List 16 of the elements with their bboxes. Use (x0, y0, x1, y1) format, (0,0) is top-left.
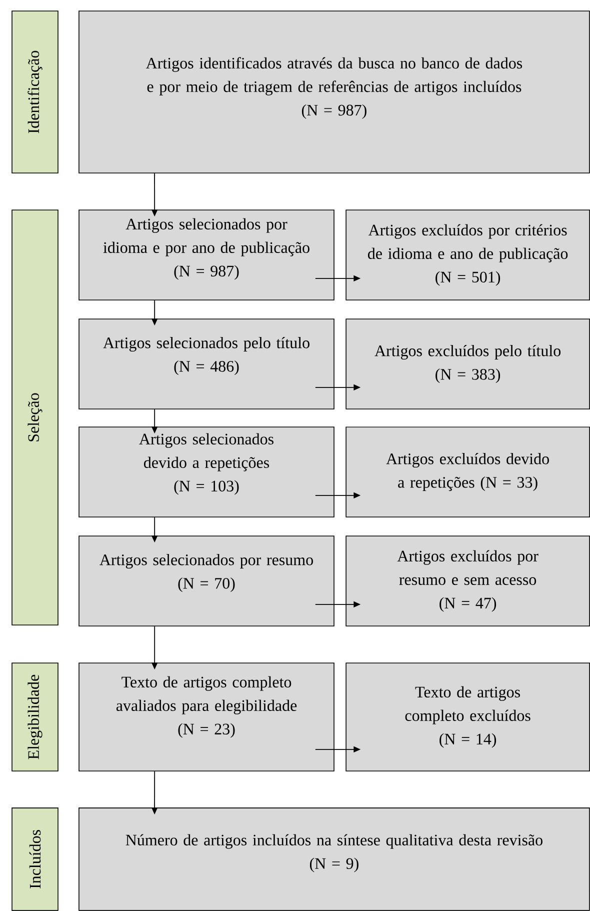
process-box: Artigos selecionados devido a repetições (N = 103) (78, 426, 334, 518)
stage-label: Identificação (12, 10, 58, 174)
stage-label: Seleção (12, 210, 58, 626)
process-box: Artigos excluídos devido a repetições (N = 33) (346, 426, 590, 518)
process-box: Número de artigos incluídos na síntese qualitativa desta revisão (N = 9) (78, 808, 590, 911)
process-box: Artigos excluídos por resumo e sem acesso (N = 47) (346, 536, 590, 626)
process-box: Texto de artigos completo avaliados para elegibilidade (N = 23) (78, 662, 334, 772)
process-box: Artigos excluídos por critérios de idioma e ano de publicação (N = 501) (346, 210, 590, 300)
process-box: Texto de artigos completo excluídos (N = 14) (346, 662, 590, 772)
process-box: Artigos identificados através da busca no banco de dados e por meio de triagem de referências de artigos incluídos (N = 987) (78, 10, 590, 174)
stage-label: Elegibilidade (12, 662, 58, 772)
process-box: Artigos selecionados por idioma e por ano de publicação (N = 987) (78, 210, 334, 300)
process-box: Artigos excluídos pelo título (N = 383) (346, 318, 590, 410)
process-box: Artigos selecionados pelo título (N = 486) (78, 318, 334, 410)
stage-label: Incluídos (12, 808, 58, 911)
process-box: Artigos selecionados por resumo (N = 70) (78, 536, 334, 626)
